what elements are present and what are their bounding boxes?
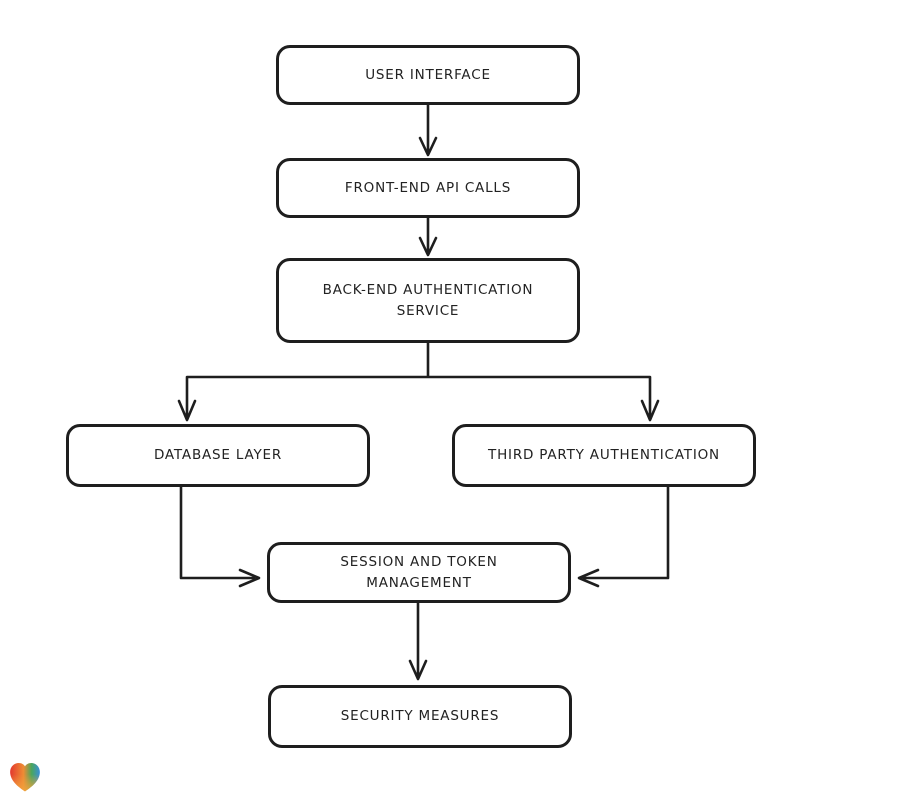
- edge-front-end-api-calls-to-back-end-authentication-service: [418, 216, 438, 257]
- edge-database-layer-to-session-and-token-management: [179, 485, 261, 588]
- node-session-and-token-management[interactable]: SESSION AND TOKEN MANAGEMENT: [267, 542, 571, 603]
- node-front-end-api-calls[interactable]: FRONT-END API CALLS: [276, 158, 580, 218]
- node-database-layer[interactable]: DATABASE LAYER: [66, 424, 370, 487]
- heart-shape-overlay: [10, 762, 40, 792]
- node-security-measures[interactable]: SECURITY MEASURES: [268, 685, 572, 748]
- edge-user-interface-to-front-end-api-calls: [418, 103, 438, 157]
- node-user-interface[interactable]: USER INTERFACE: [276, 45, 580, 105]
- node-label: THIRD PARTY AUTHENTICATION: [488, 447, 720, 463]
- node-label: SECURITY MEASURES: [340, 708, 500, 724]
- edge-third-party-authentication-to-session-and-token-management: [577, 485, 670, 588]
- node-label: DATABASE LAYER: [153, 447, 283, 463]
- node-back-end-authentication-service[interactable]: BACK-END AUTHENTICATION SERVICE: [276, 258, 580, 343]
- node-label: FRONT-END API CALLS: [344, 179, 512, 196]
- heart-logo-icon[interactable]: [8, 761, 42, 793]
- edge-session-and-token-management-to-security-measures: [408, 601, 428, 681]
- node-label: USER INTERFACE: [365, 66, 491, 83]
- node-label: BACK-END AUTHENTICATION SERVICE: [322, 281, 534, 319]
- node-label: SESSION AND TOKEN MANAGEMENT: [340, 553, 498, 591]
- edge-back-end-authentication-service-branch: [177, 341, 660, 422]
- node-third-party-authentication[interactable]: THIRD PARTY AUTHENTICATION: [452, 424, 756, 487]
